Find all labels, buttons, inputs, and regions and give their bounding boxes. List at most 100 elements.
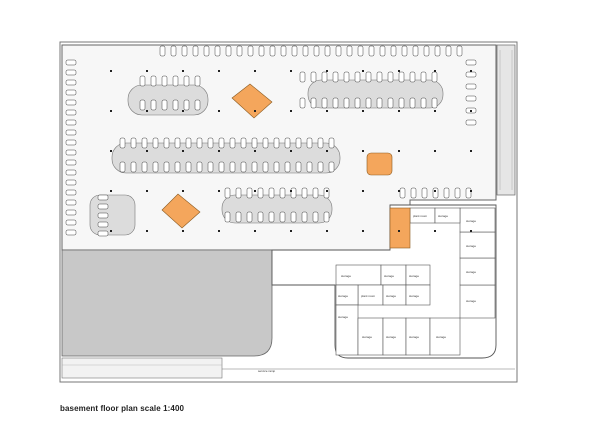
column (182, 110, 184, 112)
car (387, 97, 394, 109)
car (163, 161, 170, 173)
car (185, 137, 192, 149)
column (470, 230, 472, 232)
car (65, 89, 77, 96)
column (362, 70, 364, 72)
car (332, 97, 339, 109)
svg-text:storage: storage (386, 294, 396, 298)
car (139, 75, 146, 87)
car (268, 211, 275, 223)
car (65, 129, 77, 136)
car (302, 45, 309, 57)
storage-block (335, 207, 496, 356)
column (290, 150, 292, 152)
car (65, 79, 77, 86)
car (207, 137, 214, 149)
car (97, 212, 109, 219)
car (196, 137, 203, 149)
svg-text:storage: storage (338, 294, 348, 298)
svg-text:storage: storage (466, 244, 476, 248)
car (335, 45, 342, 57)
column (146, 150, 148, 152)
car (465, 83, 477, 90)
car (390, 45, 397, 57)
car (246, 211, 253, 223)
column (362, 190, 364, 192)
car (224, 211, 231, 223)
column (326, 190, 328, 192)
car (257, 211, 264, 223)
car (247, 45, 254, 57)
car (258, 45, 265, 57)
car (65, 219, 77, 226)
car (284, 161, 291, 173)
car (194, 75, 201, 87)
car (194, 99, 201, 111)
car (279, 211, 286, 223)
car (465, 71, 477, 78)
svg-text:storage: storage (466, 299, 476, 303)
car (343, 71, 350, 83)
car (432, 187, 439, 199)
column (110, 70, 112, 72)
car (465, 59, 477, 66)
car (174, 161, 181, 173)
column (254, 70, 256, 72)
car (295, 161, 302, 173)
car (443, 187, 450, 199)
car (409, 71, 416, 83)
svg-text:storage: storage (341, 274, 351, 278)
car (152, 161, 159, 173)
column (110, 150, 112, 152)
car (431, 97, 438, 109)
car (170, 45, 177, 57)
car (130, 161, 137, 173)
car (65, 169, 77, 176)
car (65, 159, 77, 166)
column (182, 230, 184, 232)
car (65, 199, 77, 206)
column (398, 150, 400, 152)
car (65, 179, 77, 186)
car (323, 187, 330, 199)
car (365, 71, 372, 83)
car (183, 99, 190, 111)
column (182, 190, 184, 192)
car (181, 45, 188, 57)
svg-text:storage: storage (436, 335, 446, 339)
car (306, 161, 313, 173)
car (301, 211, 308, 223)
car (218, 161, 225, 173)
column (218, 70, 220, 72)
column (254, 150, 256, 152)
car (420, 71, 427, 83)
car (268, 187, 275, 199)
car (262, 161, 269, 173)
car (65, 59, 77, 66)
svg-text:storage: storage (338, 315, 348, 319)
access-ramp (496, 44, 516, 196)
column (434, 110, 436, 112)
svg-text:storage: storage (409, 274, 419, 278)
car (398, 71, 405, 83)
car (431, 71, 438, 83)
car (279, 187, 286, 199)
car (240, 137, 247, 149)
car (299, 97, 306, 109)
column (434, 190, 436, 192)
car (97, 203, 109, 210)
car (240, 161, 247, 173)
car (317, 161, 324, 173)
car (301, 187, 308, 199)
svg-text:storage: storage (409, 294, 419, 298)
column (398, 70, 400, 72)
car (251, 161, 258, 173)
svg-text:storage: storage (362, 335, 372, 339)
car (399, 187, 406, 199)
car (284, 137, 291, 149)
column (326, 110, 328, 112)
car (328, 161, 335, 173)
column (146, 110, 148, 112)
svg-text:storage: storage (438, 214, 448, 218)
car (235, 211, 242, 223)
